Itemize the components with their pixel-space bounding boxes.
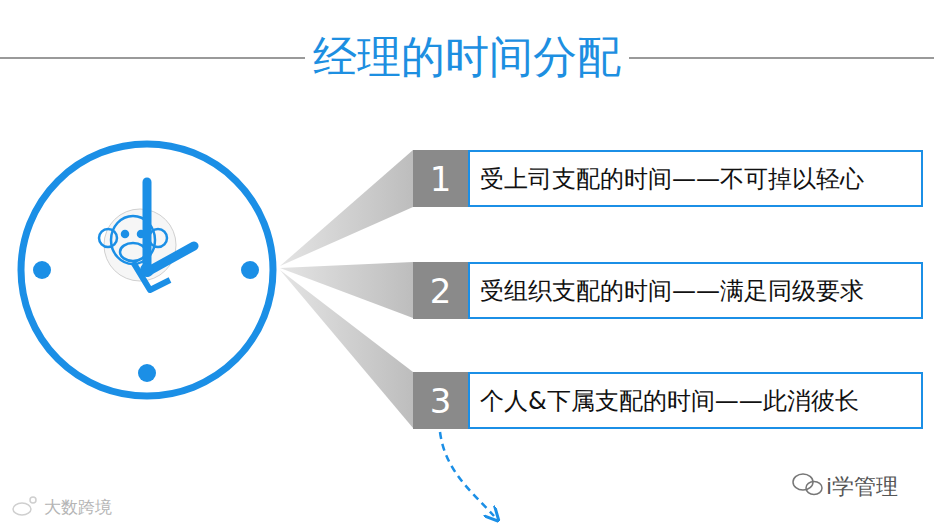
wechat-icon bbox=[793, 474, 822, 495]
time-box: 受组织支配的时间——满足同级要求 bbox=[468, 262, 923, 319]
watermark: i学管理 bbox=[826, 472, 898, 502]
callout-number: 1 bbox=[413, 150, 468, 207]
time-row: 1受上司支配的时间——不可掉以轻心 bbox=[413, 150, 923, 207]
funnels bbox=[280, 150, 413, 428]
dashed-arrow bbox=[440, 432, 494, 516]
callout-number: 2 bbox=[413, 262, 468, 319]
time-box: 受上司支配的时间——不可掉以轻心 bbox=[468, 150, 923, 207]
time-row: 2受组织支配的时间——满足同级要求 bbox=[413, 262, 923, 319]
clock bbox=[21, 144, 273, 396]
time-box: 个人&下属支配的时间——此消彼长 bbox=[468, 372, 923, 429]
monkey-icon bbox=[99, 216, 167, 264]
time-row: 3个人&下属支配的时间——此消彼长 bbox=[413, 372, 923, 429]
weibo-icon bbox=[13, 497, 36, 515]
watermark: 大数跨境 bbox=[44, 496, 112, 519]
callout-number: 3 bbox=[413, 372, 468, 429]
title: 经理的时间分配 bbox=[305, 28, 629, 87]
